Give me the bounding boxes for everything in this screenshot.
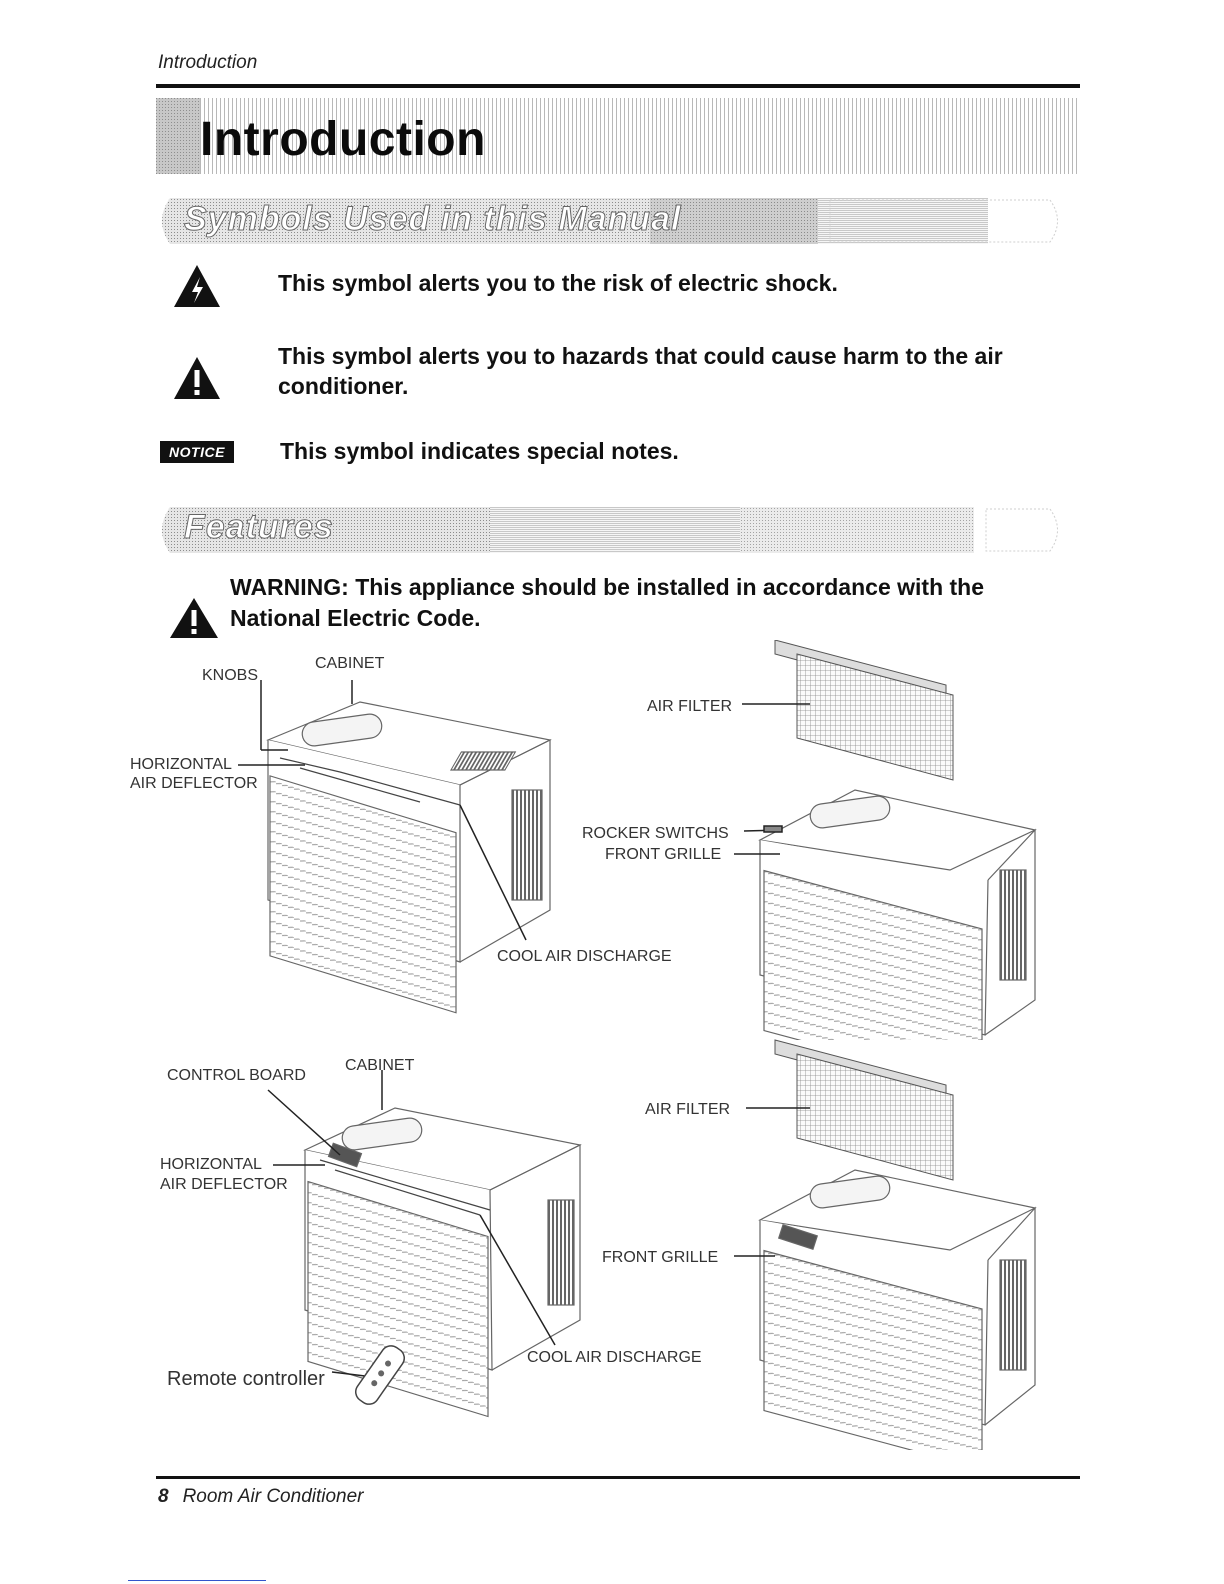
remote-controller-icon (354, 1345, 406, 1405)
warning-text: WARNING: This appliance should be instal… (230, 574, 985, 631)
running-header: Introduction (158, 52, 258, 73)
banner-pattern (156, 98, 1080, 174)
label-knobs: KNOBS (202, 667, 259, 684)
label-air-filter-bottom: AIR FILTER (645, 1101, 731, 1118)
callout-lines-left (238, 680, 527, 941)
symbols-subheader (150, 196, 1070, 246)
notice-badge-icon: NOTICE (160, 441, 234, 463)
label-remote: Remote controller (167, 1368, 325, 1390)
ac-unit-left (266, 701, 552, 1014)
warning-triangle-icon (170, 598, 218, 638)
subheader-pattern (162, 507, 1058, 553)
ac-unit-left-bottom (303, 1107, 582, 1418)
air-filter-bottom (746, 1039, 954, 1181)
label-cabinet-bottom: CABINET (345, 1057, 415, 1074)
electric-shock-warning-icon (174, 265, 220, 307)
page-title: Introduction (200, 113, 486, 166)
caution-exclamation-icon (174, 357, 220, 399)
label-horizontal-bottom-2: AIR DEFLECTOR (160, 1176, 288, 1193)
header-rule (156, 84, 1080, 88)
page-number: 8 (158, 1486, 169, 1507)
features-title: Features (184, 508, 334, 547)
label-rocker: ROCKER SWITCHS (582, 825, 729, 842)
callout-lines-left-bottom (267, 1070, 556, 1377)
symbol-text-shock: This symbol alerts you to the risk of el… (278, 270, 838, 296)
label-air-filter-top: AIR FILTER (647, 698, 733, 715)
features-subheader (150, 505, 1070, 555)
ac-unit-right-bottom (758, 1169, 1037, 1450)
top-units-illustration (238, 640, 1037, 1040)
callout-lines-right (734, 825, 783, 855)
symbol-text-hazard: This symbol alerts you to hazards that c… (278, 343, 1003, 399)
subheader-pattern (162, 198, 1058, 244)
label-horizontal-bottom-1: HORIZONTAL (160, 1156, 262, 1173)
label-cool-air-top: COOL AIR DISCHARGE (497, 948, 672, 965)
footer-title: Room Air Conditioner (182, 1486, 364, 1507)
footer-rule (156, 1476, 1080, 1479)
label-front-grille-top: FRONT GRILLE (605, 846, 722, 863)
symbols-title: Symbols Used in this Manual (183, 200, 682, 239)
section-banner (156, 98, 1080, 174)
label-horizontal-top-2: AIR DEFLECTOR (130, 775, 258, 792)
page-footer: 8 Room Air Conditioner (158, 1486, 364, 1508)
air-filter-top (742, 640, 954, 781)
symbol-text-notice: This symbol indicates special notes. (280, 438, 679, 464)
label-horizontal-top-1: HORIZONTAL (130, 756, 232, 773)
label-front-grille-bottom: FRONT GRILLE (602, 1249, 719, 1266)
ac-unit-right (758, 789, 1037, 1040)
label-control-board: CONTROL BOARD (167, 1067, 306, 1084)
bottom-link-underline (128, 1580, 266, 1581)
bottom-units-illustration (267, 1039, 1037, 1450)
label-cabinet-top: CABINET (315, 655, 385, 672)
label-cool-air-bottom: COOL AIR DISCHARGE (527, 1349, 702, 1366)
